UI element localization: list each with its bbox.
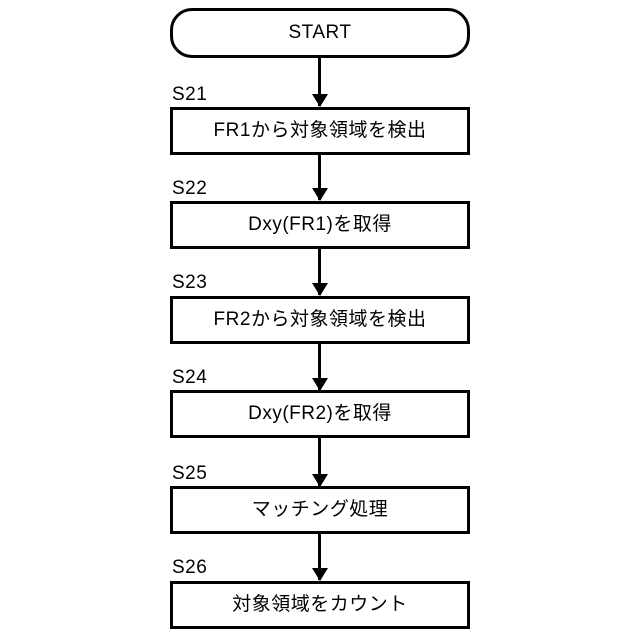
step-label-s22: S22 — [172, 178, 208, 199]
flow-arrow-s25-to-s26 — [318, 534, 321, 580]
step-label-s24: S24 — [172, 367, 208, 388]
flow-arrow-s21-to-s22 — [318, 155, 321, 200]
flow-node-s26-label: 対象領域をカウント — [232, 593, 408, 615]
flow-arrow-start-to-s21 — [318, 58, 321, 106]
flow-arrow-s23-to-s24 — [318, 344, 321, 390]
flow-node-start-label: START — [288, 21, 352, 43]
step-label-s25: S25 — [172, 463, 208, 484]
flow-node-s23[interactable]: FR2から対象領域を検出 — [170, 296, 470, 344]
flow-node-s24[interactable]: Dxy(FR2)を取得 — [170, 390, 470, 438]
flow-node-s25-label: マッチング処理 — [251, 498, 389, 520]
flow-node-s24-label: Dxy(FR2)を取得 — [248, 402, 392, 424]
step-label-s23: S23 — [172, 272, 208, 293]
flow-node-s22[interactable]: Dxy(FR1)を取得 — [170, 201, 470, 249]
flow-arrow-s22-to-s23 — [318, 249, 321, 295]
flow-node-s21-label: FR1から対象領域を検出 — [213, 119, 427, 141]
flow-node-s22-label: Dxy(FR1)を取得 — [248, 213, 392, 235]
flow-node-start[interactable]: START — [170, 8, 470, 58]
flow-node-s25[interactable]: マッチング処理 — [170, 486, 470, 534]
flow-arrow-s24-to-s25 — [318, 438, 321, 486]
step-label-s26: S26 — [172, 557, 208, 578]
flow-node-s26[interactable]: 対象領域をカウント — [170, 581, 470, 629]
flow-node-s21[interactable]: FR1から対象領域を検出 — [170, 107, 470, 155]
flow-node-s23-label: FR2から対象領域を検出 — [213, 308, 427, 330]
step-label-s21: S21 — [172, 84, 208, 105]
